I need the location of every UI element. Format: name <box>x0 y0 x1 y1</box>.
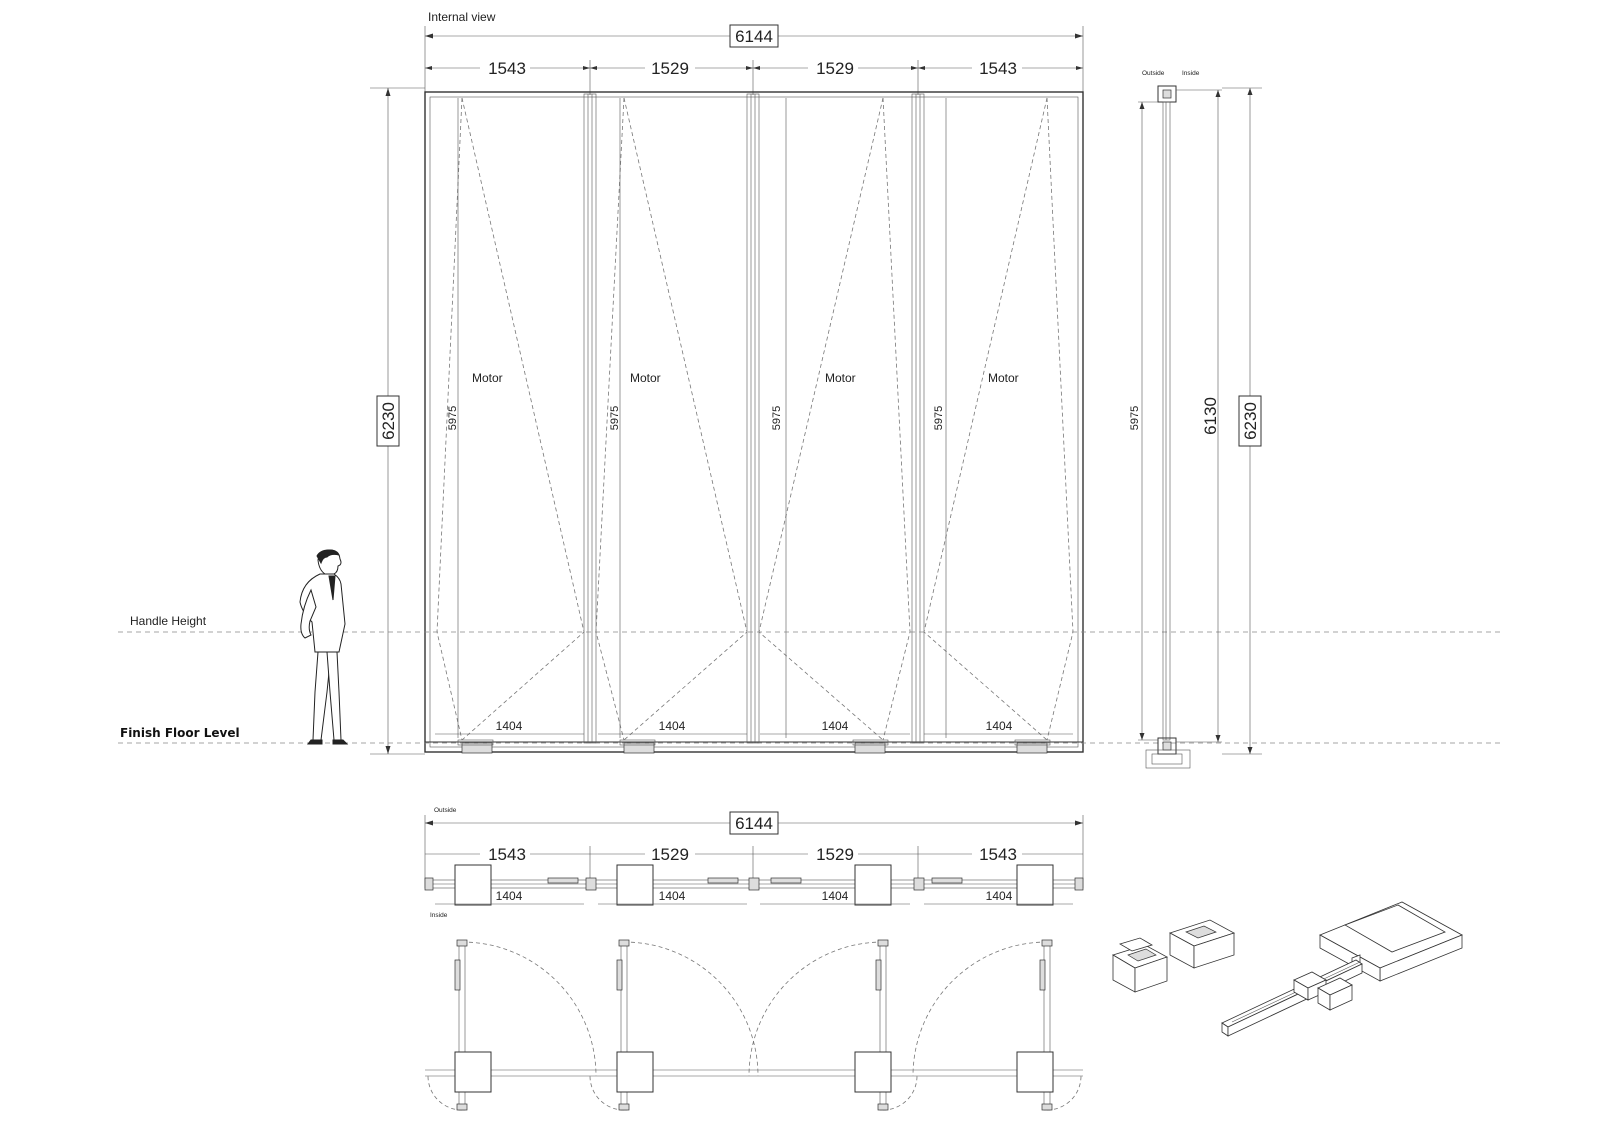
door-panel-2: Motor 5975 1404 <box>595 97 748 754</box>
overall-height-dimension: 6230 <box>370 87 425 755</box>
section-inner-height-text: 5975 <box>1129 406 1141 430</box>
leaf-height-4: 5975 <box>933 406 945 430</box>
plan-panel-1-width: 1543 <box>488 845 526 864</box>
plan-inside-label: Inside <box>430 912 448 919</box>
panel-mullions <box>583 93 925 744</box>
vertical-section: Outside Inside 5975 6130 <box>1129 70 1262 769</box>
door-panel-4: Motor 5975 1404 <box>923 97 1074 754</box>
plan-open-swing <box>425 939 1083 1111</box>
panel-width-dimensions: 1543 1529 1529 1543 <box>425 58 1083 95</box>
plan-leaf-width-4: 1404 <box>986 889 1013 903</box>
leaf-width-2: 1404 <box>659 719 686 733</box>
overall-width-dimension: 6144 <box>424 24 1084 95</box>
plan-panel-4-width: 1543 <box>979 845 1017 864</box>
plan-leaf-width-3: 1404 <box>822 889 849 903</box>
section-inside-label: Inside <box>1182 70 1200 77</box>
motor-label-2: Motor <box>630 371 661 385</box>
section-frame-height-text: 6130 <box>1201 397 1220 435</box>
internal-elevation: Internal view 6144 1543 1529 1529 1543 <box>118 10 1500 755</box>
leaf-height-1: 5975 <box>447 406 459 430</box>
plan-panel-widths: 1543 1529 1529 1543 <box>425 844 1083 880</box>
panel-3-width: 1529 <box>816 59 854 78</box>
plan-leaf-widths: 1404 1404 1404 1404 <box>435 889 1073 905</box>
plan-overall-width: 6144 <box>424 811 1084 880</box>
overall-width-text: 6144 <box>735 27 773 46</box>
section-outside-label: Outside <box>1142 70 1165 77</box>
door-panel-3: Motor 5975 1404 <box>758 97 911 754</box>
leaf-height-2: 5975 <box>609 406 621 430</box>
panel-2-width: 1529 <box>651 59 689 78</box>
section-height-frame: 6130 <box>1176 89 1222 743</box>
panel-4-width: 1543 <box>979 59 1017 78</box>
plan-hardware <box>424 864 1084 906</box>
handle-height-label: Handle Height <box>130 614 207 628</box>
finish-floor-label: Finish Floor Level <box>120 726 240 740</box>
plan-outside-label: Outside <box>434 807 457 814</box>
plan-closed: Outside 6144 1543 1529 1529 1543 <box>424 807 1084 919</box>
plan-panel-3-width: 1529 <box>816 845 854 864</box>
overall-height-text: 6230 <box>379 402 398 440</box>
plan-panel-2-width: 1529 <box>651 845 689 864</box>
section-height-inner: 5975 <box>1129 101 1158 741</box>
internal-view-label: Internal view <box>428 10 496 24</box>
leaf-width-4: 1404 <box>986 719 1013 733</box>
leaf-width-3: 1404 <box>822 719 849 733</box>
leaf-width-1: 1404 <box>496 719 523 733</box>
plan-overall-width-text: 6144 <box>735 814 773 833</box>
motor-label-1: Motor <box>472 371 503 385</box>
door-panel-1: Motor 5975 1404 <box>435 97 585 754</box>
motor-label-3: Motor <box>825 371 856 385</box>
panel-1-width: 1543 <box>488 59 526 78</box>
section-height-overall: 6230 <box>1222 87 1262 755</box>
leaf-height-3: 5975 <box>771 406 783 430</box>
motor-label-4: Motor <box>988 371 1019 385</box>
isometric-motor-boxes <box>1112 919 1236 993</box>
isometric-track-assembly <box>1221 901 1463 1037</box>
plan-leaf-width-2: 1404 <box>659 889 686 903</box>
plan-leaf-width-1: 1404 <box>496 889 523 903</box>
human-scale-figure <box>299 549 349 745</box>
section-overall-height-text: 6230 <box>1241 402 1260 440</box>
